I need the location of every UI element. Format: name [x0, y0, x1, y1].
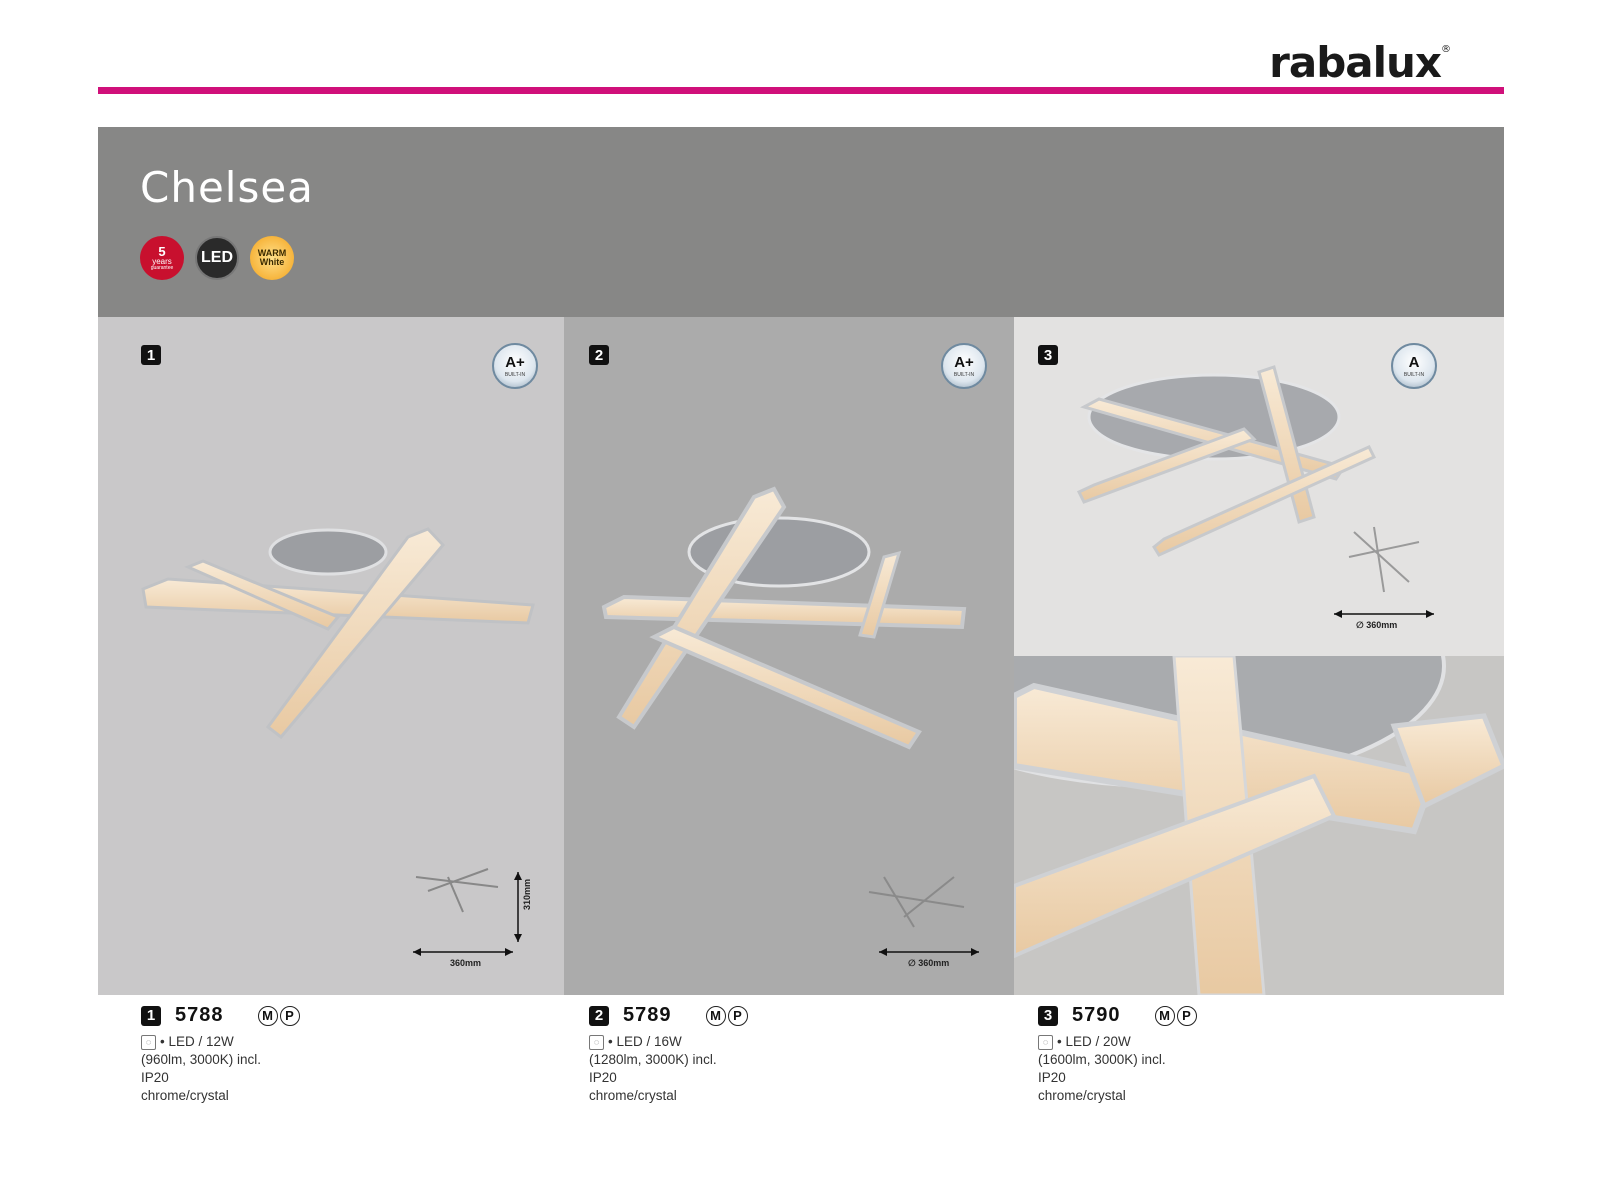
- spec-lumen: (1280lm, 3000K) incl.: [589, 1052, 717, 1067]
- product-1-spec-number: 1: [141, 1005, 161, 1026]
- title-banner: [98, 127, 1504, 317]
- lamp-5788-illustration: [141, 527, 535, 956]
- energy-label-icon: A BUILT-IN: [1391, 343, 1437, 389]
- product-code: 5789: [623, 1004, 672, 1026]
- white-label: White: [259, 257, 285, 267]
- m-icon: M: [705, 1005, 726, 1026]
- spec-led: • LED / 16W: [608, 1034, 682, 1049]
- product-2-number: 2: [589, 345, 609, 365]
- m-icon: M: [257, 1005, 278, 1026]
- p-icon: P: [279, 1005, 300, 1026]
- product-code: 5790: [1072, 1004, 1121, 1026]
- bulb-icon: ◌: [589, 1034, 604, 1050]
- product-2-image: [564, 317, 1014, 995]
- led-label: LED: [201, 249, 233, 266]
- lamp-5789-illustration: [601, 486, 979, 956]
- bulb-icon: ◌: [141, 1034, 156, 1050]
- dimension-diameter-label: ∅ 360mm: [908, 958, 950, 968]
- lamp-5790-detail-illustration: [1014, 656, 1504, 995]
- warm-label: WARM: [257, 248, 287, 258]
- m-icon: M: [1154, 1005, 1175, 1026]
- guarantee-years-label: years: [152, 257, 172, 266]
- spec-ip: IP20: [141, 1070, 169, 1085]
- product-3-spec-number: 3: [1038, 1005, 1058, 1026]
- guarantee-years-number: 5: [158, 244, 166, 259]
- bulb-icon: ◌: [1038, 1034, 1053, 1050]
- energy-class: A: [1408, 354, 1420, 371]
- spec-ip: IP20: [589, 1070, 617, 1085]
- lamp-5790-illustration: [1076, 365, 1434, 618]
- mp-icons: M P: [1154, 1005, 1197, 1026]
- product-1-spec: 1 5788 M P ◌ • LED / 12W (960lm, 3000K) i…: [141, 1004, 441, 1105]
- spec-lumen: (960lm, 3000K) incl.: [141, 1052, 262, 1067]
- p-icon: P: [727, 1005, 748, 1026]
- mp-icons: M P: [257, 1005, 300, 1026]
- p-icon: P: [1176, 1005, 1197, 1026]
- energy-sub: BUILT-IN: [1403, 372, 1425, 378]
- energy-sub: BUILT-IN: [504, 372, 526, 378]
- product-3-spec: 3 5790 M P ◌ • LED / 20W (1600lm, 3000K) …: [1038, 1004, 1338, 1105]
- spec-lumen: (1600lm, 3000K) incl.: [1038, 1052, 1166, 1067]
- spec-material: chrome/crystal: [1038, 1088, 1126, 1103]
- energy-class: A+: [954, 354, 974, 371]
- energy-label-icon: A+ BUILT-IN: [492, 343, 538, 389]
- spec-ip: IP20: [1038, 1070, 1066, 1085]
- led-icon: LED: [195, 236, 239, 280]
- dimension-width-label: 360mm: [450, 958, 482, 968]
- dimension-height-label: 310mm: [522, 878, 532, 910]
- guarantee-label: guarantee: [150, 265, 174, 271]
- guarantee-5-years-icon: 5 years guarantee: [140, 236, 184, 280]
- spec-material: chrome/crystal: [589, 1088, 677, 1103]
- mp-icons: M P: [705, 1005, 748, 1026]
- energy-class: A+: [505, 354, 525, 371]
- brand-logo: rabalux®: [1269, 38, 1451, 87]
- spec-led: • LED / 20W: [1057, 1034, 1131, 1049]
- product-2-spec-number: 2: [589, 1005, 609, 1026]
- spec-material: chrome/crystal: [141, 1088, 229, 1103]
- brand-logo-text: rabalux: [1269, 38, 1442, 87]
- page-title: Chelsea: [140, 163, 314, 212]
- accent-rule: [98, 87, 1504, 94]
- dimension-diameter-label: ∅ 360mm: [1356, 620, 1398, 630]
- warm-white-icon: WARM White: [250, 236, 294, 280]
- spec-led: • LED / 12W: [160, 1034, 234, 1049]
- product-code: 5788: [175, 1004, 224, 1026]
- energy-label-icon: A+ BUILT-IN: [941, 343, 987, 389]
- registered-mark: ®: [1441, 44, 1451, 55]
- energy-sub: BUILT-IN: [953, 372, 975, 378]
- product-3-number: 3: [1038, 345, 1058, 365]
- product-1-number: 1: [141, 345, 161, 365]
- product-2-spec: 2 5789 M P ◌ • LED / 16W (1280lm, 3000K) …: [589, 1004, 889, 1105]
